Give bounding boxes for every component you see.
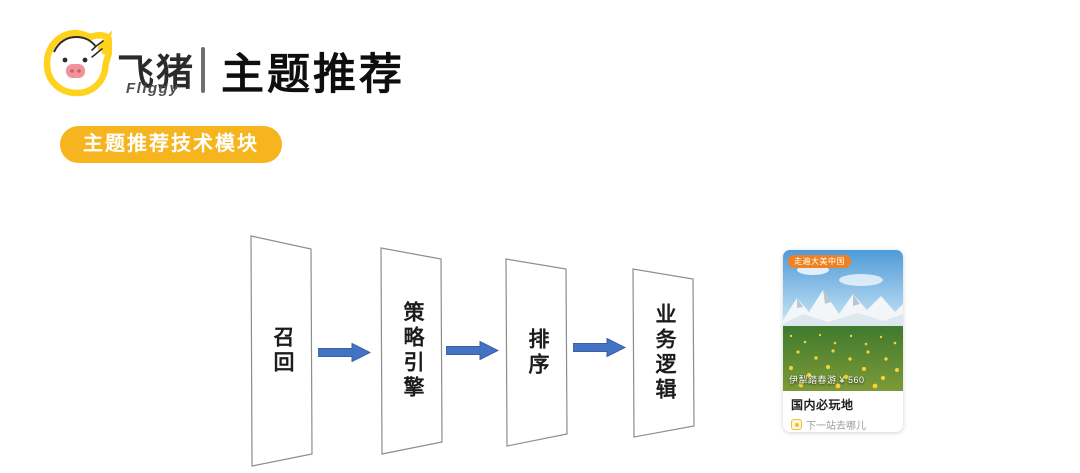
photo-price-caption: 伊犁踏春游 ¥ 560	[789, 375, 865, 385]
flow-arrow-icon	[572, 337, 627, 362]
flow-arrow-icon	[445, 340, 500, 365]
brand-name-en: Fliggy	[126, 80, 180, 97]
stage-ranking: 排序	[502, 256, 572, 449]
stage-business-logic: 业务逻辑	[629, 266, 699, 440]
brand-name-cn: 飞猪	[117, 52, 195, 93]
stage-recall: 召回	[247, 233, 317, 469]
header-divider	[201, 47, 205, 93]
page-title: 主题推荐	[221, 51, 405, 99]
stage-label: 排序	[526, 327, 549, 378]
stage-label: 业务逻辑	[653, 303, 676, 403]
fliggy-pig-logo-icon	[42, 26, 114, 103]
stage-label: 策略引擎	[401, 301, 424, 401]
theme-tag-badge: 走遍大美中国	[788, 255, 851, 268]
stage-strategy-engine: 策略引擎	[377, 245, 447, 457]
stage-label: 召回	[271, 326, 294, 376]
card-subtitle-row: 下一站去哪儿	[791, 417, 895, 432]
card-title: 国内必玩地	[791, 398, 854, 412]
flow-arrow-icon	[317, 342, 372, 367]
destination-photo: 走遍大美中国 伊犁踏春游 ¥ 560	[783, 250, 903, 391]
promo-card[interactable]: 走遍大美中国 伊犁踏春游 ¥ 560 国内必玩地 下一站去哪儿	[783, 250, 903, 432]
card-subtitle: 下一站去哪儿	[806, 421, 866, 432]
card-info: 国内必玩地 下一站去哪儿	[783, 391, 903, 432]
section-badge: 主题推荐技术模块	[60, 126, 282, 163]
fliggy-mini-icon	[791, 419, 802, 430]
